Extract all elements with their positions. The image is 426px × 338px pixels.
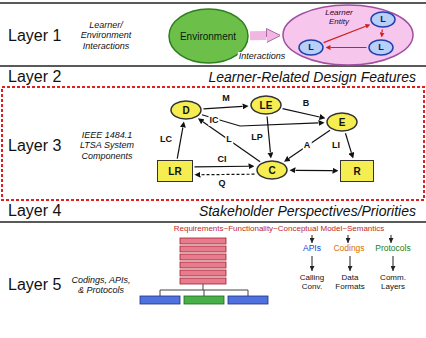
process-oval: C <box>256 160 288 180</box>
flow-label: Interactions <box>238 52 287 62</box>
standard-detail: Calling Conv. <box>294 273 330 291</box>
standard-term: Protocols <box>370 244 416 254</box>
standard-detail: Comm. Layers <box>374 273 412 291</box>
data-flow <box>202 115 319 126</box>
environment-circle: Environment <box>168 8 249 64</box>
flow-label: LI <box>331 141 341 151</box>
data-flow <box>203 106 242 108</box>
layer-heading: Learner-Related Design Features <box>130 70 416 84</box>
interaction-arrow <box>250 31 267 40</box>
node-label: L <box>378 43 384 53</box>
node-label: LE <box>260 100 273 111</box>
band-line <box>0 221 426 223</box>
node-label: L <box>308 43 314 53</box>
standard-term: APIs <box>294 244 330 254</box>
stack-illustration <box>140 238 268 304</box>
process-oval: LE <box>250 95 282 115</box>
flow-label: CI <box>217 155 228 165</box>
layer-subtitle: Learner/ Environment Interactions <box>74 20 138 51</box>
store-box: LR <box>157 160 193 182</box>
data-flow <box>289 130 330 158</box>
flow-label: LP <box>250 133 264 143</box>
band-line <box>0 65 426 67</box>
highlight-frame <box>2 87 424 200</box>
layer-title: Layer 4 <box>8 203 70 219</box>
store-box: R <box>340 160 374 182</box>
learner-entity: Learner EntityLLL <box>282 4 414 66</box>
layer-heading: Stakeholder Perspectives/Priorities <box>120 204 416 218</box>
flow-label: LC <box>159 135 173 145</box>
learner-oval: L <box>298 39 324 56</box>
concept-chain: Requirements~Functionality~Conceptual Mo… <box>140 224 418 233</box>
standard-term: Codings <box>328 244 370 254</box>
flow-label: Q <box>217 179 226 189</box>
interaction-arrow <box>331 47 367 48</box>
node-label: Learner Entity <box>322 9 356 27</box>
layer-subtitle: Codings, APIs, & Protocols <box>70 275 132 296</box>
data-flow <box>283 109 320 117</box>
layer-title: Layer 5 <box>8 277 70 293</box>
interaction-arrow <box>381 29 382 32</box>
flow-label: B <box>302 99 311 109</box>
node-label: E <box>339 117 346 128</box>
node-label: R <box>353 166 360 177</box>
layer-title: Layer 2 <box>8 69 70 85</box>
node-label: L <box>380 15 386 25</box>
learner-oval: L <box>368 39 394 56</box>
data-flow <box>201 174 255 176</box>
node-label: C <box>268 165 275 176</box>
data-flow <box>295 170 332 172</box>
flow-label: A <box>303 141 312 151</box>
data-flow <box>177 127 183 158</box>
flow-label: L <box>225 135 233 145</box>
standard-detail: Data Formats <box>332 273 368 291</box>
data-flow <box>195 166 249 168</box>
data-flow <box>267 116 270 152</box>
flow-label: M <box>221 94 231 104</box>
flow-label: IC <box>209 116 220 126</box>
process-oval: D <box>170 100 202 120</box>
band-line <box>0 2 426 4</box>
layer-title: Layer 3 <box>8 138 70 154</box>
node-label: D <box>182 105 189 116</box>
process-oval: E <box>326 112 358 132</box>
layer-title: Layer 1 <box>8 28 70 44</box>
learner-oval: L <box>370 11 396 28</box>
data-flow <box>345 133 351 153</box>
node-label: LR <box>168 166 181 177</box>
layer-subtitle: IEEE 1484.1 LTSA System Components <box>70 130 144 161</box>
node-label: Environment <box>180 31 236 42</box>
